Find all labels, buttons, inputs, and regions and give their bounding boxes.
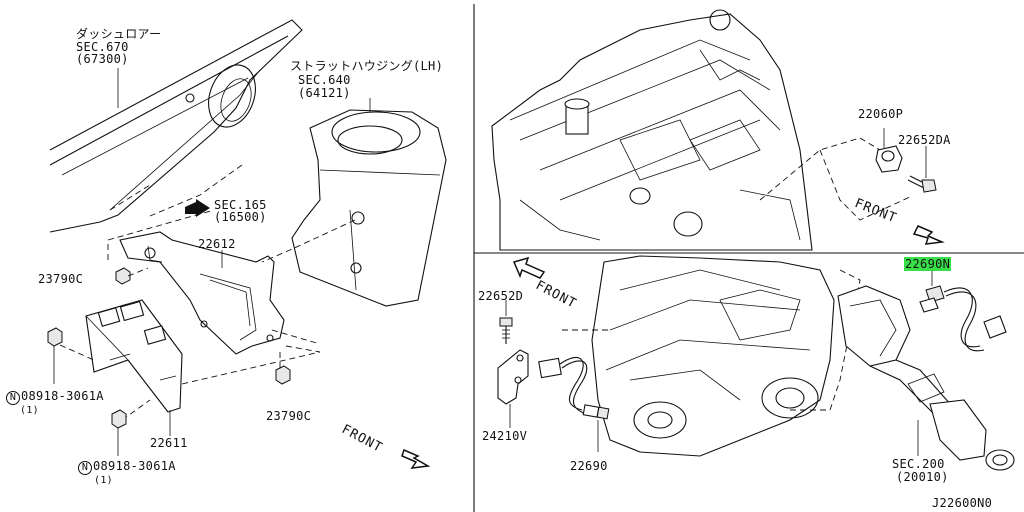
o2-sensor-22690n — [919, 270, 1007, 352]
diagram-id: J22600N0 — [932, 496, 993, 510]
bolt-23790c-right — [275, 365, 291, 385]
dash-bracket-top — [149, 164, 243, 217]
nut-n-circle-b: N — [78, 461, 92, 475]
part-22652d[interactable]: 22652D — [478, 289, 524, 303]
nut-08918-b — [111, 409, 127, 429]
dash-lower-panel — [49, 19, 303, 233]
part-08918-b-qty: (1) — [94, 475, 113, 486]
front-arrow-left — [401, 448, 431, 469]
part-22690n-highlight: 22690N — [904, 257, 952, 271]
dash-23790c-left — [127, 267, 149, 277]
front-arrow-top-right — [912, 225, 945, 245]
knock-sensor-22060p — [875, 145, 903, 173]
o2-sensor-22690 — [538, 357, 610, 420]
front-arrow-bottom-right — [512, 256, 546, 279]
part-22690[interactable]: 22690 — [570, 459, 608, 473]
dash-bracket-left — [107, 209, 215, 260]
dash-ecm-lower — [181, 345, 321, 385]
engine-bottom — [591, 255, 835, 457]
bracket-24210v — [497, 349, 529, 405]
part-24210v[interactable]: 24210V — [482, 429, 528, 443]
sec200-label[interactable]: SEC.200 — [892, 457, 945, 471]
part-22612[interactable]: 22612 — [198, 237, 236, 251]
part-22060p[interactable]: 22060P — [858, 107, 904, 121]
dash-22060p — [759, 137, 881, 201]
nut-08918-a — [47, 327, 63, 347]
dash-nut-a — [59, 344, 95, 361]
ecm-bracket — [119, 231, 285, 355]
strut-housing — [291, 109, 447, 307]
bolt-22652d — [499, 317, 513, 344]
sec200-code: (20010) — [896, 470, 949, 484]
dash-lower-code: (67300) — [76, 52, 129, 66]
part-22611[interactable]: 22611 — [150, 436, 188, 450]
dash-nut-b — [121, 399, 151, 421]
bolt-22652da — [907, 175, 937, 193]
sec165-label[interactable]: SEC.165 — [214, 198, 267, 212]
catalytic-converter — [837, 285, 1015, 471]
bolt-23790c-left — [115, 267, 131, 285]
part-08918-a-number: 08918-3061A — [21, 389, 104, 403]
part-08918-b-number: 08918-3061A — [93, 459, 176, 473]
sec165-arrow — [185, 199, 210, 217]
engine-top — [491, 9, 813, 251]
strut-housing-sec: SEC.640 — [298, 73, 351, 87]
part-08918-a-qty: (1) — [20, 405, 39, 416]
dash-cat — [790, 269, 861, 411]
strut-housing-label-jp: ストラットハウジング(LH) — [290, 59, 444, 73]
dash-lower-sec: SEC.670 — [76, 40, 129, 54]
ecm-unit — [85, 299, 183, 413]
dash-22652da — [819, 149, 913, 221]
dash-strut-bolt — [261, 219, 356, 263]
dash-ecm-right — [271, 329, 321, 345]
part-23790c-left[interactable]: 23790C — [38, 272, 84, 286]
strut-housing-code: (64121) — [298, 86, 351, 100]
part-22652da[interactable]: 22652DA — [898, 133, 951, 147]
dash-lower-label-jp: ダッシュロアー — [76, 27, 162, 41]
nut-n-circle-a: N — [6, 391, 20, 405]
sec165-code: (16500) — [214, 210, 267, 224]
part-22690n[interactable]: 22690N — [904, 257, 952, 271]
part-23790c-right[interactable]: 23790C — [266, 409, 312, 423]
